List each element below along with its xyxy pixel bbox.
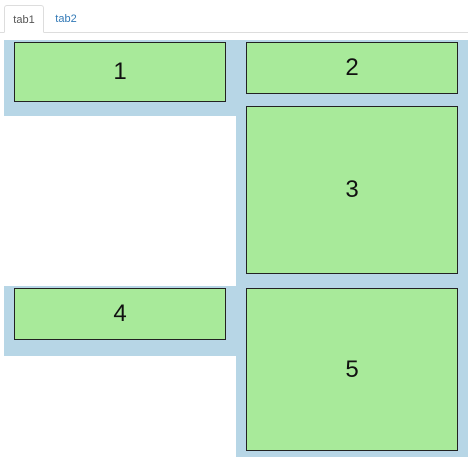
panel-3: 3 (246, 106, 458, 274)
panel-5-label: 5 (345, 355, 359, 383)
panel-4: 4 (14, 288, 226, 340)
panel-2: 2 (246, 42, 458, 94)
panel-3-label: 3 (345, 176, 359, 203)
tab-tab2[interactable]: tab2 (55, 13, 77, 25)
panel-1: 1 (14, 42, 226, 102)
panel-5: 5 (246, 288, 458, 451)
tab-bar-divider (0, 32, 468, 33)
panel-2-label: 2 (345, 54, 359, 81)
panel-4-label: 4 (113, 300, 127, 327)
tab-bar: tab1 tab2 (0, 0, 474, 33)
panel-1-label: 1 (113, 58, 127, 85)
tab-tab1[interactable]: tab1 (4, 5, 44, 33)
